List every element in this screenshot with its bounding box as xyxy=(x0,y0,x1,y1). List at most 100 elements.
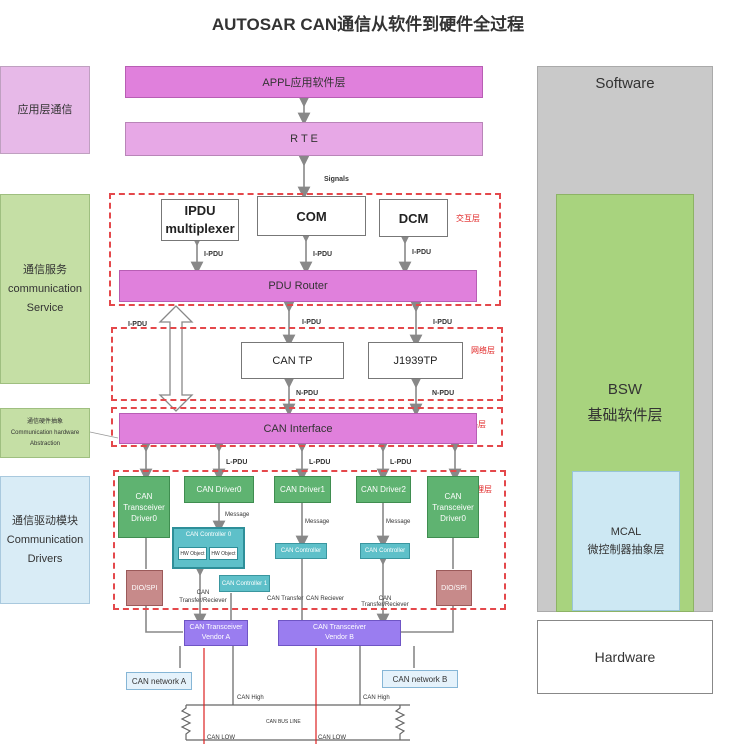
pdu-router-label: PDU Router xyxy=(268,280,328,292)
signals-label: Signals xyxy=(324,176,349,183)
diagram-title: AUTOSAR CAN通信从软件到硬件全过程 xyxy=(211,15,525,34)
rte-label: R T E xyxy=(290,133,318,145)
lpdu-label-1: L-PDU xyxy=(226,459,248,466)
comm-service-en2: Service xyxy=(26,301,64,314)
com-box: COM xyxy=(257,196,366,236)
datalink-layer-region xyxy=(111,407,503,447)
can-transfer-label: CAN Transfer xyxy=(267,596,304,602)
can-driver2-label: CAN Driver2 xyxy=(361,485,406,494)
comm-drivers-en2: Drivers xyxy=(27,552,63,565)
comm-service-box: 通信服务 communication Service xyxy=(0,194,90,384)
hw-object-1: HW Object xyxy=(178,547,207,560)
vendor-b-line1: CAN Transceiver xyxy=(313,624,366,631)
ipdu-label-5: I-PDU xyxy=(302,319,322,326)
can-transfer-reciever-label-b: CAN Transfer/Reciever xyxy=(361,596,409,608)
lpdu-label-3: L-PDU xyxy=(390,459,412,466)
can-transfer-reciever-label-a: CAN Transfer/Reciever xyxy=(179,590,227,604)
pdu-router-box: PDU Router xyxy=(119,270,477,302)
comm-hw-abstraction-box: 通信硬件抽象 Communication hardware Abstractio… xyxy=(0,408,90,458)
can-transceiver-driver-right: CAN Transceiver Driver0 xyxy=(427,476,479,538)
comm-hw-abstraction-cn: 通信硬件抽象 xyxy=(26,418,63,425)
comm-hw-abstraction-en1: Communication hardware xyxy=(10,429,80,436)
can-interface-box: CAN Interface xyxy=(119,413,477,444)
can-interface-label: CAN Interface xyxy=(263,422,333,435)
dio-spi-left: DIO/SPI xyxy=(126,570,163,606)
app-layer-comm-label: 应用层通信 xyxy=(17,103,73,116)
mcal-label: MCAL xyxy=(610,526,642,538)
npdu-label-1: N-PDU xyxy=(296,390,319,397)
trx-left-line2: Transceiver xyxy=(123,502,165,512)
can-network-b: CAN network B xyxy=(382,670,458,688)
npdu-label-2: N-PDU xyxy=(432,390,455,397)
can-transceiver-driver-left: CAN Transceiver Driver0 xyxy=(118,476,170,538)
bsw-cn-label: 基础软件层 xyxy=(587,407,663,424)
can-controller-box-1: CAN Controller xyxy=(275,543,327,559)
can-controller1-label: CAN Controller 1 xyxy=(221,580,268,587)
mcal-cn-label: 微控制器抽象层 xyxy=(587,544,665,556)
trx-left-line3: Driver0 xyxy=(131,513,157,523)
dio-spi-right-label: DIO/SPI xyxy=(441,584,467,592)
mcal-box: MCAL 微控制器抽象层 xyxy=(572,471,680,611)
vendor-a-line2: Vendor A xyxy=(201,634,231,641)
comm-service-cn: 通信服务 xyxy=(23,263,67,276)
physical-layer-region xyxy=(113,470,506,610)
comm-drivers-box: 通信驱动模块 Communication Drivers xyxy=(0,476,90,604)
ipdu-multiplexer-line1: IPDU xyxy=(184,203,216,218)
lpdu-label-2: L-PDU xyxy=(309,459,331,466)
can-bus-line-label: CAN BUS LINE xyxy=(266,719,301,725)
hw-object-2: HW Object xyxy=(209,547,238,560)
trx-right-line3: Driver0 xyxy=(440,513,466,523)
can-driver0-label: CAN Driver0 xyxy=(196,485,242,494)
ipdu-multiplexer-box: IPDU multiplexer xyxy=(161,199,239,241)
can-reciever-label: CAN Reciever xyxy=(306,596,345,602)
comm-service-en1: communication xyxy=(8,282,82,295)
can-high-label-1: CAN High xyxy=(237,695,264,701)
comm-drivers-en1: Communication xyxy=(6,533,84,546)
physical-layer-label: 物理层 xyxy=(468,485,492,494)
dcm-label: DCM xyxy=(398,210,429,226)
j1939tp-label: J1939TP xyxy=(393,354,438,367)
can-low-label-1: CAN LOW xyxy=(207,735,236,741)
can-network-b-label: CAN network B xyxy=(392,674,448,684)
dio-spi-right: DIO/SPI xyxy=(436,570,472,606)
can-transceiver-vendor-b: CAN Transceiver Vendor B xyxy=(278,620,401,646)
appl-layer-box: APPL应用软件层 xyxy=(125,66,483,98)
vendor-a-line1: CAN Transceiver xyxy=(189,624,243,631)
ipdu-label-1: I-PDU xyxy=(204,251,224,258)
dcm-box: DCM xyxy=(379,199,448,237)
ipdu-multiplexer-line2: multiplexer xyxy=(165,221,235,236)
can-network-a-label: CAN network A xyxy=(131,676,187,686)
ipdu-label-2: I-PDU xyxy=(313,251,333,258)
app-layer-comm-box: 应用层通信 xyxy=(0,66,90,154)
message-label-3: Message xyxy=(386,519,411,525)
can-transceiver-vendor-a: CAN Transceiver Vendor A xyxy=(184,620,248,646)
ipdu-label-4: I-PDU xyxy=(128,321,148,328)
dio-spi-left-label: DIO/SPI xyxy=(131,584,158,592)
bsw-label: BSW xyxy=(607,381,643,398)
ipdu-label-6: I-PDU xyxy=(433,319,453,326)
hardware-label: Hardware xyxy=(594,649,656,665)
can-controller0-label: CAN Controller 0 xyxy=(185,531,232,538)
trx-right-line2: Transceiver xyxy=(432,502,474,512)
can-controller-box-2: CAN Controller xyxy=(360,543,410,559)
interaction-layer-region xyxy=(109,193,501,306)
network-layer-region xyxy=(111,327,503,401)
trx-right-line1: CAN xyxy=(444,491,462,501)
can-controller-label-2: CAN Controller xyxy=(364,548,406,554)
ipdu-label-3: I-PDU xyxy=(412,249,432,256)
can-tp-label: CAN TP xyxy=(272,354,313,367)
can-controller-label-1: CAN Controller xyxy=(280,548,322,554)
comm-drivers-cn: 通信驱动模块 xyxy=(12,514,78,527)
can-tp-box: CAN TP xyxy=(241,342,344,379)
software-label: Software xyxy=(595,74,655,92)
can-driver2-box: CAN Driver2 xyxy=(356,476,411,503)
com-label: COM xyxy=(296,208,327,224)
rte-box: R T E xyxy=(125,122,483,156)
can-driver1-label: CAN Driver1 xyxy=(280,485,325,494)
can-low-label-2: CAN LOW xyxy=(318,735,347,741)
can-network-a: CAN network A xyxy=(126,672,192,690)
interaction-layer-label: 交互层 xyxy=(456,214,480,223)
can-controller0-box: CAN Controller 0 HW Object HW Object xyxy=(172,527,245,569)
hardware-box: Hardware xyxy=(537,620,713,694)
